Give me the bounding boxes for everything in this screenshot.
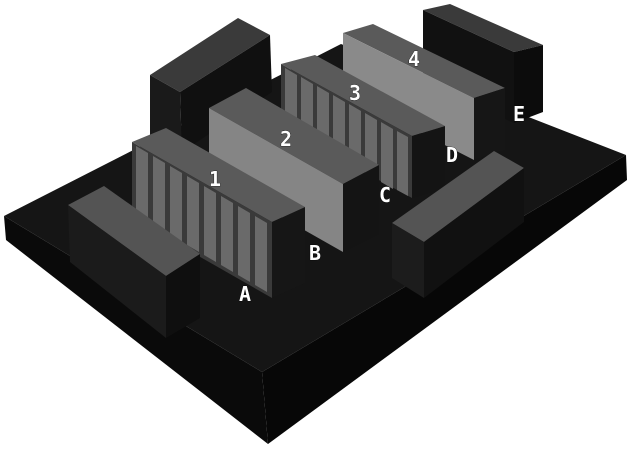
rack-front-face — [281, 64, 412, 198]
rack-label-2: 2 — [280, 127, 292, 151]
rack-front-face — [132, 142, 272, 298]
cooling-unit-front-left — [68, 186, 200, 338]
rack-top — [209, 88, 379, 184]
rack-label-3: 3 — [349, 81, 361, 105]
server-door — [187, 176, 199, 252]
unit-front — [392, 223, 424, 298]
rack-top — [132, 128, 305, 222]
aisle-label-e: E — [513, 102, 525, 126]
unit-top — [68, 186, 200, 276]
rack-label-4: 4 — [408, 47, 420, 71]
unit-side — [424, 168, 524, 298]
server-door — [381, 122, 393, 189]
floor-left-edge — [4, 216, 268, 444]
unit-front — [68, 205, 166, 338]
rack-side — [412, 126, 445, 198]
aisle-label-b: B — [309, 241, 321, 265]
rack-side — [474, 88, 505, 160]
aisle-label-d: D — [446, 143, 458, 167]
server-door — [238, 206, 250, 282]
rack-label-1: 1 — [209, 167, 221, 191]
floor-right-edge — [262, 155, 627, 444]
server-door — [153, 156, 165, 232]
rack-front-face — [209, 108, 343, 252]
server-door — [397, 131, 408, 196]
rack-row-1 — [132, 128, 305, 298]
aisle-label-c: C — [379, 183, 391, 207]
unit-top — [392, 151, 524, 242]
unit-side — [166, 254, 200, 338]
aisle-label-a: A — [239, 282, 251, 306]
labels: 1 2 3 4 A B C D E — [209, 47, 526, 307]
rack-side — [343, 165, 379, 252]
server-door — [170, 166, 182, 242]
unit-side — [180, 35, 272, 152]
rack-side — [272, 207, 305, 298]
unit-side — [514, 45, 543, 123]
cooling-unit-front-right — [392, 151, 524, 298]
rack-top — [343, 24, 505, 98]
rack-row-2 — [209, 88, 379, 252]
server-doors-row-1 — [136, 146, 267, 292]
server-door — [221, 196, 233, 272]
rack-top — [281, 55, 445, 136]
unit-top — [150, 18, 270, 92]
unit-top — [423, 4, 543, 52]
server-door — [136, 146, 148, 222]
server-door — [204, 186, 216, 262]
server-door — [255, 216, 267, 292]
